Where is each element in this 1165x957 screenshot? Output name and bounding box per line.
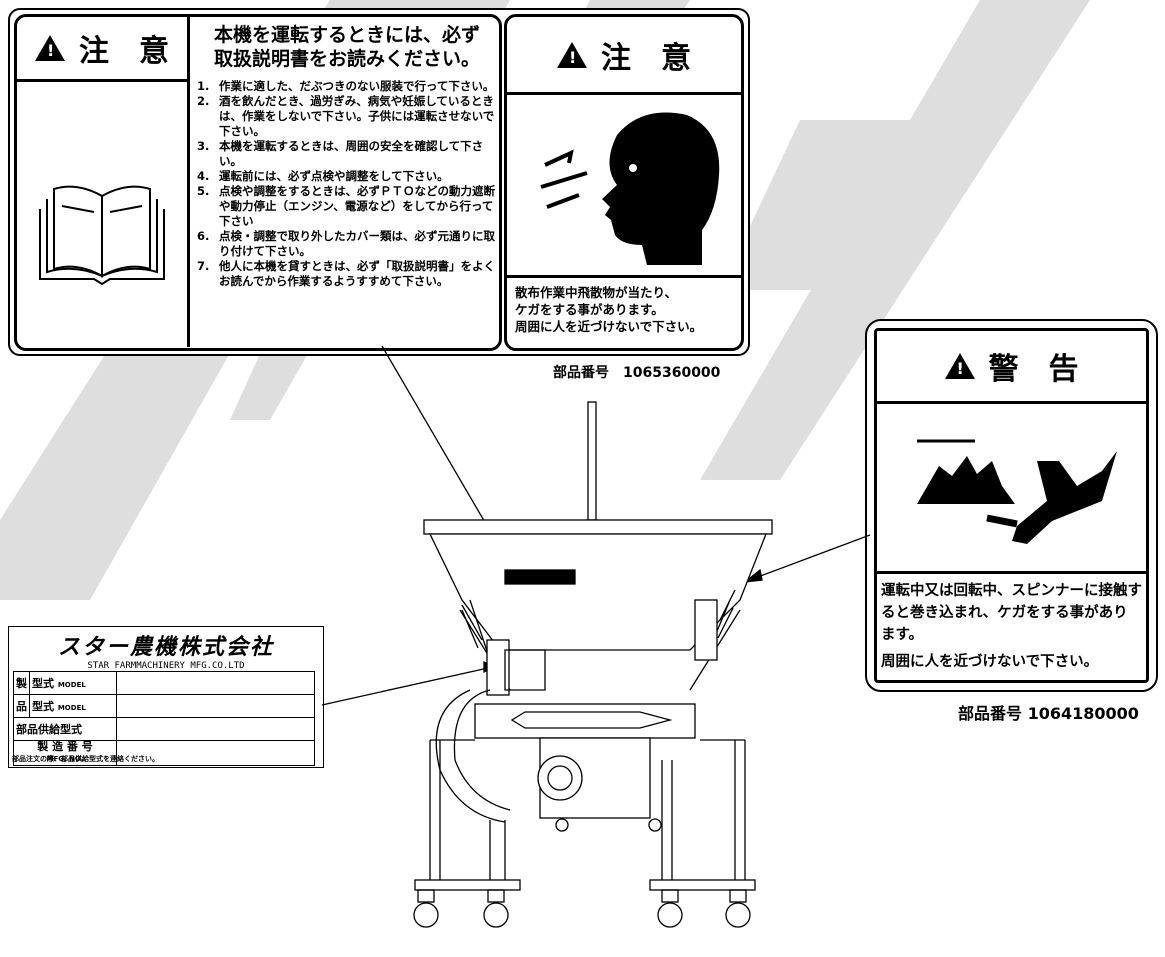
flying-debris-face-icon	[540, 112, 720, 265]
plate-footer: 部品注文の際、部品供給型式を連絡ください。	[12, 755, 159, 763]
list-item: 7.他人に本機を貸すときは、必ず「取扱説明書」をよくお読んでから作業するようすす…	[197, 259, 495, 288]
warning-triangle-icon	[35, 35, 65, 61]
spinner-entanglement-icon	[917, 439, 1117, 544]
list-item: 3.本機を運転するときは、周囲の安全を確認して下さい。	[197, 139, 484, 168]
warning-label: 警 告 運転中又は回転中、スピンナーに接触すると巻き込まれ、ケガをする事がありま…	[865, 319, 1158, 692]
side-char: 品	[13, 694, 30, 718]
warning-text: 運転中又は回転中、スピンナーに接触すると巻き込まれ、ケガをする事があります。	[881, 583, 1142, 643]
warning-text-cell: 運転中又は回転中、スピンナーに接触すると巻き込まれ、ケガをする事があります。 周…	[877, 571, 1146, 680]
warning-header: 警 告	[988, 352, 1079, 387]
list-item: 4.運転前には、必ず点検や調整をして下さい。	[197, 169, 449, 183]
plate-label: 部品供給型式	[13, 717, 117, 741]
book-cell	[17, 79, 190, 347]
caution-manual-panel: 注 意 本機を運転するときには、必ず 取扱説明書をお読みください。 1.作業に適…	[14, 14, 502, 351]
instruction-title: 本機を運転するときには、必ず 取扱説明書をお読みください。	[213, 24, 480, 70]
open-book-icon	[39, 185, 165, 286]
caution-projectile-panel: 注 意 散布作業中飛散物が当たり、 ケガをする事があります。 周囲に人を近づけな…	[504, 14, 744, 351]
warning-triangle-icon	[944, 353, 975, 379]
caution-header: 注 意	[79, 34, 169, 69]
warning-panel: 警 告 運転中又は回転中、スピンナーに接触すると巻き込まれ、ケガをする事がありま…	[874, 328, 1149, 683]
plate-value	[116, 740, 315, 766]
plate-value	[116, 694, 315, 718]
list-item: 6.点検・調整で取り外したカバー類は、必ず元通りに取り付けて下さい。	[197, 229, 495, 258]
warning-triangle-icon	[557, 41, 587, 68]
part-number-1: 部品番号 1065360000	[553, 365, 721, 381]
instruction-list: 1.作業に適した、だぶつきのない服装で行って下さい。 2.酒を飲んだとき、過労ぎ…	[197, 79, 495, 289]
list-item: 5.点検や調整をするときは、必ずＰＴＯなどの動力遮断や動力停止（エンジン、電源な…	[197, 184, 495, 228]
list-item: 1.作業に適した、だぶつきのない服装で行って下さい。	[197, 79, 495, 93]
company-name: スター農機株式会社	[57, 635, 274, 660]
caution-header-2-cell: 注 意	[507, 17, 741, 95]
watermark-stroke	[720, 120, 1000, 290]
caution-header-cell: 注 意	[17, 17, 190, 82]
plate-value	[116, 717, 315, 741]
name-plate: スター農機株式会社 STAR FARMMACHINERY MFG.CO.LTD …	[8, 626, 324, 768]
plate-label: 型式 MODEL	[29, 671, 117, 695]
caution-text-cell: 散布作業中飛散物が当たり、 ケガをする事があります。 周囲に人を近づけないで下さ…	[507, 275, 741, 348]
list-item: 2.酒を飲んだとき、過労ぎみ、病気や妊娠しているときは、作業をしないで下さい。子…	[197, 94, 495, 138]
company-name-en: STAR FARMMACHINERY MFG.CO.LTD	[87, 661, 245, 671]
part-number-2: 部品番号 1064180000	[958, 704, 1139, 723]
caution-label: 注 意 本機を運転するときには、必ず 取扱説明書をお読みください。 1.作業に適…	[8, 8, 750, 356]
plate-value	[116, 671, 315, 695]
plate-label: 型式 MODEL	[29, 694, 117, 718]
caution-text: 散布作業中飛散物が当たり、 ケガをする事があります。 周囲に人を近づけないで下さ…	[515, 285, 703, 334]
caution-header-2: 注 意	[601, 40, 691, 76]
warning-header-cell: 警 告	[877, 331, 1146, 404]
side-char: 製	[13, 671, 30, 695]
warning-text-2: 周囲に人を近づけないで下さい。	[881, 654, 1099, 670]
